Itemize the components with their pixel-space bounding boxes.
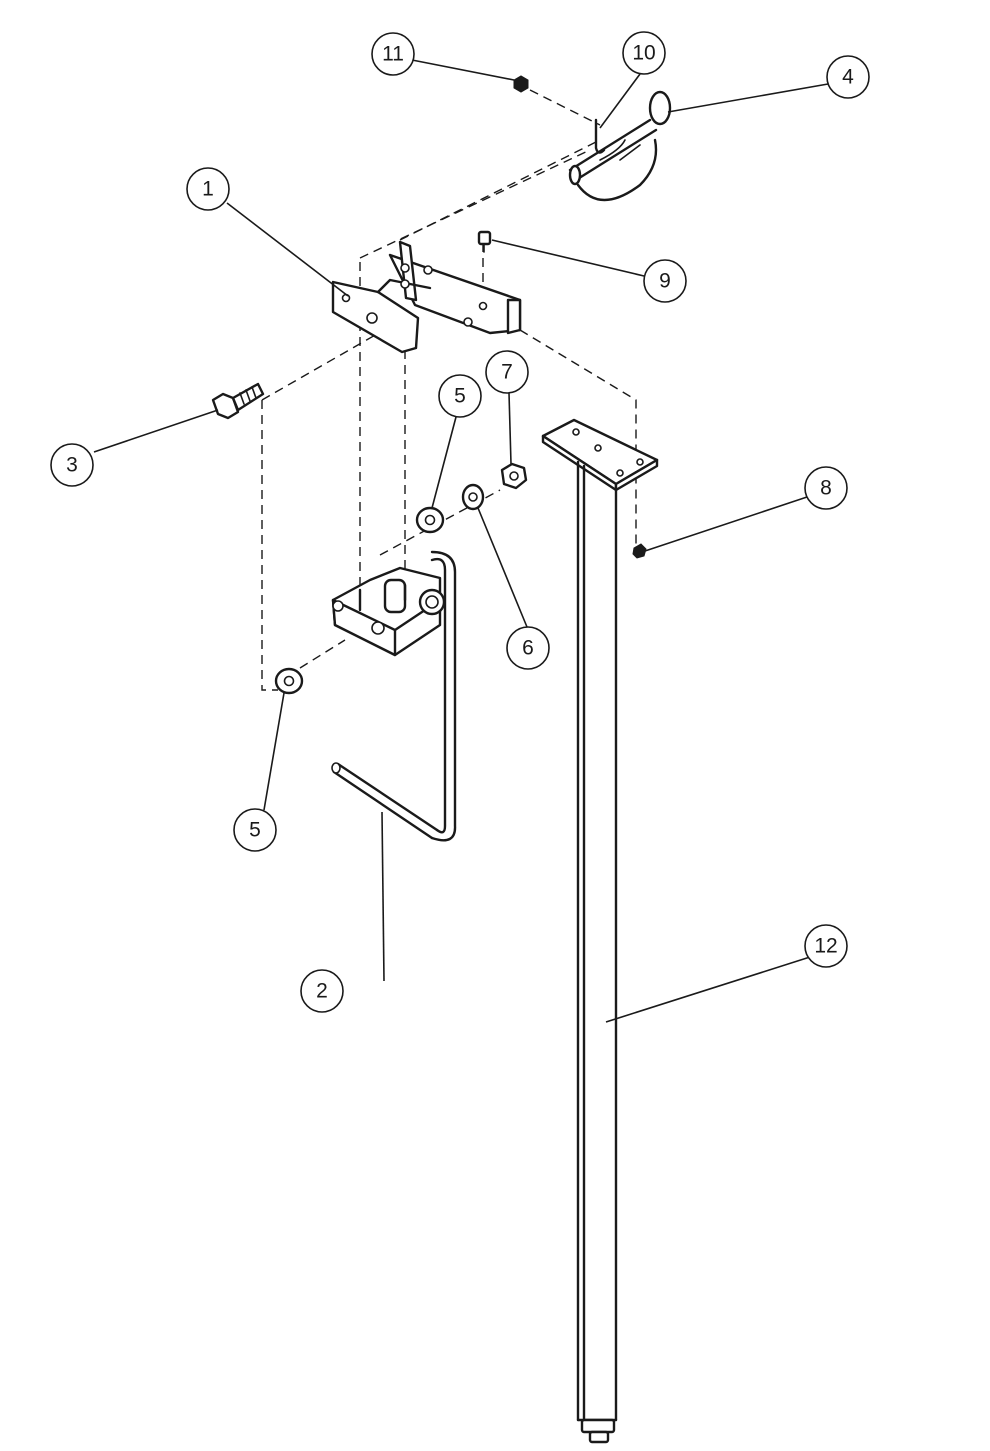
part-9-cap-screw xyxy=(477,230,492,253)
callout-8: 8 xyxy=(804,466,848,510)
callout-5-upper-label: 5 xyxy=(454,385,466,408)
callout-9: 9 xyxy=(643,259,687,303)
callout-11: 11 xyxy=(371,32,415,76)
part-8-small-nut xyxy=(632,543,647,559)
callout-9-label: 9 xyxy=(659,270,671,293)
part-6-lock-washer xyxy=(461,483,485,511)
callout-5-lower-label: 5 xyxy=(249,819,261,842)
callout-7-label: 7 xyxy=(501,361,513,384)
part-7-nut xyxy=(500,462,528,490)
callout-12-label: 12 xyxy=(814,935,837,958)
callout-1: 1 xyxy=(186,167,230,211)
callout-2: 2 xyxy=(300,969,344,1013)
callout-10: 10 xyxy=(622,31,666,75)
callout-5-lower: 5 xyxy=(233,808,277,852)
callout-8-label: 8 xyxy=(820,477,832,500)
callout-3: 3 xyxy=(50,443,94,487)
callout-6: 6 xyxy=(506,626,550,670)
hinge-block xyxy=(331,566,446,657)
callout-2-label: 2 xyxy=(316,980,328,1003)
part-11-screw xyxy=(513,75,529,93)
callout-7: 7 xyxy=(485,350,529,394)
assembly-guide-lines xyxy=(261,89,637,691)
leader-lines xyxy=(93,59,829,1023)
callout-5-upper: 5 xyxy=(438,374,482,418)
callout-10-label: 10 xyxy=(632,42,655,65)
part-5-washer-lower xyxy=(274,667,304,695)
part-12-post xyxy=(541,418,659,1444)
part-10-clip xyxy=(594,118,606,154)
part-2-handle-rod xyxy=(331,550,457,842)
callout-1-label: 1 xyxy=(202,178,214,201)
callout-6-label: 6 xyxy=(522,637,534,660)
callout-4-label: 4 xyxy=(842,66,854,89)
callout-3-label: 3 xyxy=(66,454,78,477)
callout-11-label: 11 xyxy=(382,43,404,66)
part-3-bolt xyxy=(211,382,265,420)
callout-12: 12 xyxy=(804,924,848,968)
part-4-pin xyxy=(568,90,672,202)
part-1-bracket xyxy=(331,240,522,354)
callout-4: 4 xyxy=(826,55,870,99)
part-5-washer-upper xyxy=(415,506,445,534)
